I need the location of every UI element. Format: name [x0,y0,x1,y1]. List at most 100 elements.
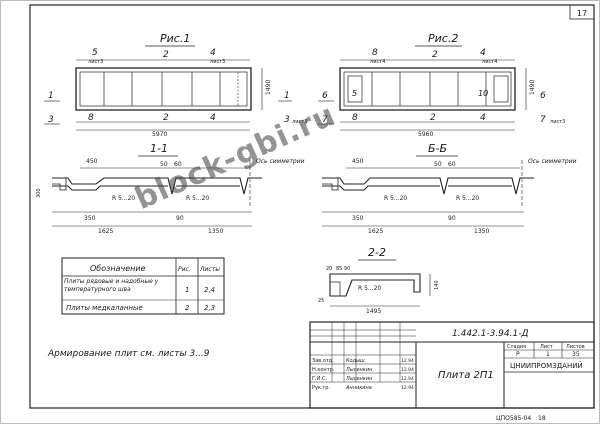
role-3-name: Лысенкин [345,376,373,382]
role-4: Рук.гр. [312,385,330,391]
section22-rib: R 5...20 [358,285,381,292]
fig2-side-right-6: 6 [540,91,546,101]
role-1-name: Кодыш [346,358,365,364]
fig1-top-dim-3: 4 [210,48,216,58]
section66-dim-top-a: 450 [352,158,364,165]
section11-title: 1-1 [150,142,168,155]
role-2-date: 12.94 [401,367,414,373]
fig2-side-left-7: 7 [322,115,328,125]
section11-left-h: 300 [36,188,42,198]
legend-header-name: Обозначение [90,264,146,273]
fig2-top-sheet-b: лист4 [482,59,497,65]
section66-dim-bottom-a: 350 [352,215,364,222]
legend-table: Обозначение Рис. Листы Плиты рядовые и н… [61,257,225,315]
role-3: Г.И.С. [312,376,327,382]
role-2-name: Лысенкин [345,367,373,373]
section11-dim-bottom-a: 350 [84,215,96,222]
section66-rib-b: R 5...20 [456,195,479,202]
sheet-number-box [569,4,595,20]
section11-dim-bottom-b: 90 [176,215,184,222]
fig2-title: Рис.2 [428,32,458,45]
legend-header-sheets: Листы [199,266,220,273]
role-1: Зав.отд. [312,358,334,364]
legend-row-1-sheets: 2,4 [204,286,215,294]
section11-dim-top-c: 60 [174,161,182,168]
title-block: Зав.отд. Кодыш 12.94 Н.контр. Лысенкин 1… [309,321,595,409]
legend-header-fig: Рис. [178,266,191,273]
col-sheet: Лист [540,344,553,350]
fig2-top-dim-1: 8 [372,48,378,58]
fig2-right-sheet: лист3 [550,119,565,125]
sheet-value: 1 [546,351,550,358]
fig2-bottom-dim-2: 2 [430,113,436,123]
section11-rib-b: R 5...20 [186,195,209,202]
fig1-side-left-1: 1 [48,91,54,101]
section22-length: 1495 [366,308,381,315]
section22-dim-b: 85 [336,266,342,272]
sheet-number: 17 [577,9,587,18]
fig2-side-right-7: 7 [540,115,546,125]
fig1-length: 5970 [152,131,167,138]
footer-code: ЦПО585-04 [496,415,531,422]
section11-axis-label: Ось симметрии [256,158,305,165]
sheets-value: 35 [572,351,580,358]
section22-left-dim: 25 [318,298,324,304]
fig1-bottom-dim-2: 2 [163,113,169,123]
fig2-top-dim-2: 2 [432,50,438,60]
fig1-height: 1490 [265,80,272,95]
fig1-top-dim-2: 2 [163,50,169,60]
role-3-date: 12.94 [401,376,414,382]
stage-value: Р [516,351,520,358]
role-4-name: Анникина [345,385,372,391]
role-1-date: 12.94 [401,358,414,364]
fig1-top-dim-1: 5 [92,48,98,58]
fig1-side-right-1: 1 [284,91,290,101]
section22-height: 140 [434,280,440,290]
legend-row-1-name: Плиты рядовые и надобные у температурног… [64,278,159,293]
organization: ЦНИИПРОМЗДАНИЙ [510,361,583,370]
col-stage: Стадия [507,344,526,350]
fig1-side-left-3: 3 [48,115,54,125]
fig2-top-sheet-a: лист4 [370,59,385,65]
section66-rib-a: R 5...20 [384,195,407,202]
fig2-slab-outline [339,67,516,111]
fig2-side-left-6: 6 [322,91,328,101]
reinforcement-note: Армирование плит см. листы 3...9 [47,349,210,359]
legend-row-1-fig: 1 [185,286,189,294]
section11-profile [52,177,262,195]
section22-dim-a: 20 [326,266,332,272]
section-b-b: Б-Б 450 50 60 R 5...20 R 5...20 Ось симм… [322,142,577,235]
role-2: Н.контр. [312,367,335,373]
section11-total-a: 1625 [98,228,113,235]
fig2-top-dim-3: 4 [480,48,486,58]
section66-dim-bottom-b: 90 [448,215,456,222]
product-name: Плита 2П1 [438,370,494,381]
section22-dim-c: 90 [344,266,350,272]
fig2-inner-right: 10 [478,89,488,98]
fig2-height: 1490 [529,80,536,95]
col-sheets: Листов [566,344,585,350]
section11-dim-top-a: 450 [86,158,98,165]
legend-row-2-fig: 2 [185,304,190,312]
fig2-inner-left: 5 [352,89,357,98]
section66-total-a: 1625 [368,228,383,235]
fig2-bottom-dim-3: 4 [480,113,486,123]
section66-title: Б-Б [428,142,447,155]
fig1-bottom-dim-1: 8 [88,113,94,123]
section22-profile [329,273,421,297]
fig2-length: 5960 [418,131,433,138]
role-4-date: 12.94 [401,385,414,391]
fig1-bottom-dim-3: 4 [210,113,216,123]
fig1-title: Рис.1 [160,32,190,45]
footer-page: 18 [538,415,546,422]
fig1-plan: Рис.1 5 лист3 2 4 лист3 1 3 1 3 лист3 14… [44,32,307,138]
fig1-right-sheet: лист3 [292,119,307,125]
section66-total-b: 1350 [474,228,489,235]
section22-title: 2-2 [368,246,386,259]
section66-dim-top-c: 60 [448,161,456,168]
fig2-plan: Рис.2 8 лист4 2 4 лист4 5 10 6 7 6 7 лис… [318,32,565,138]
fig1-top-sheet-a: лист3 [88,59,103,65]
legend-row-2-sheets: 2,3 [204,304,215,312]
